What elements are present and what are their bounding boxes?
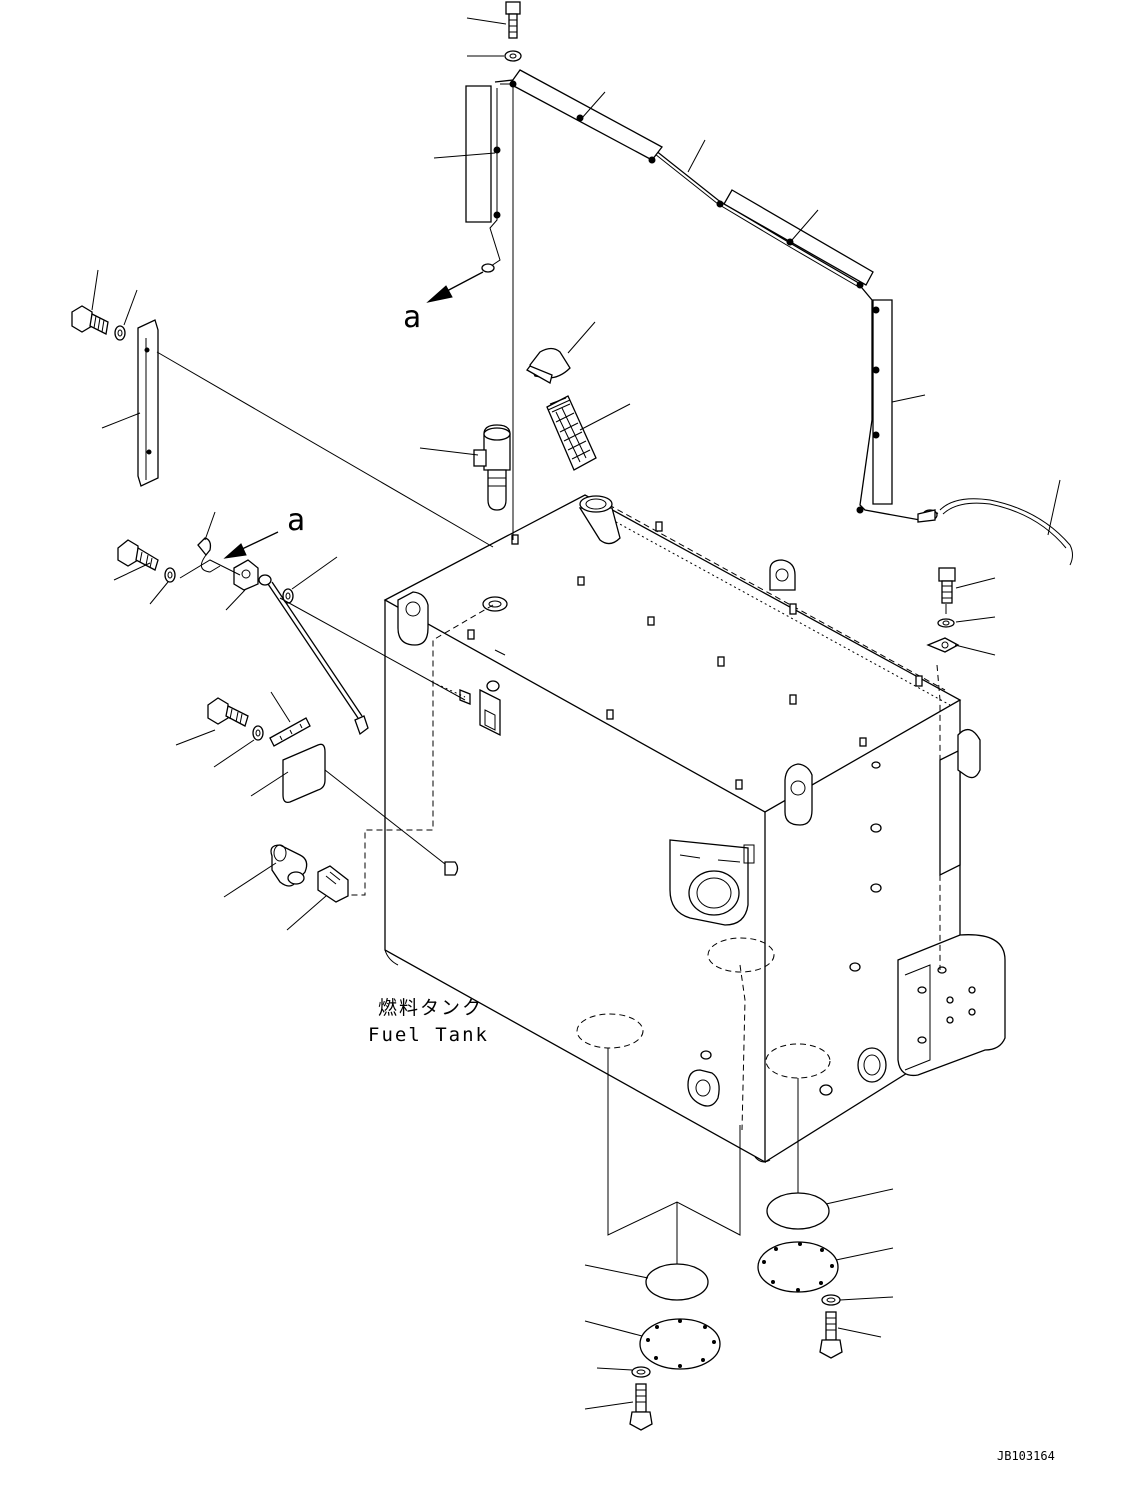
view-label-side: a [287,503,305,538]
filler-neck [578,495,621,545]
hose-elbow [270,844,308,887]
front-sensor-boss [669,839,755,926]
bottom-bolt-right [819,1311,843,1359]
bottom-bolt-left [629,1383,653,1431]
tank-top-bosses [467,521,923,790]
tank-label-english: Fuel Tank [368,1024,489,1046]
leader-to-tank [156,351,494,876]
bottom-cover-right [757,1241,839,1293]
top-washer [504,50,522,62]
lifting-lug-front [784,763,813,826]
side-bracket [897,934,1006,1077]
bottom-cover-left [639,1318,721,1370]
sensor-bolt [117,539,159,571]
tank-top-port-ring [482,596,508,612]
view-label-top: a [403,300,421,335]
sensor-oring [282,588,294,604]
side-round-port [857,1047,887,1083]
tank-side-features [459,649,506,737]
lifting-lug-top [769,559,796,591]
bottom-washer-right [821,1294,841,1306]
sensor-washer [164,567,176,583]
left-vertical-bracket [137,319,159,487]
bottom-openings [576,937,831,1079]
wire-clip [197,537,221,573]
bottom-washer-left [631,1366,651,1378]
cover-plate [282,743,326,803]
cover-pin [269,717,311,747]
cover-washer [252,725,264,741]
right-bolt [938,567,956,604]
drawing-code: JB103164 [997,1449,1055,1463]
view-arrow-side [223,531,279,559]
left-bolt [71,305,109,335]
routing-lines [350,604,941,1131]
bottom-gasket-right [766,1192,830,1230]
sensor-wire [939,498,1073,566]
tank-label-japanese: 燃料タンク [378,997,483,1019]
lifting-lug-left [397,591,429,646]
front-face-bosses [700,761,882,1096]
side-guide [939,728,981,877]
plug-fitting [317,865,349,903]
filler-cap [526,347,571,384]
drain-boss [687,1069,720,1107]
fuel-valve [473,424,511,511]
bottom-grouping-lines [607,1048,799,1264]
right-washer [937,618,955,628]
level-sensor-flange [233,559,369,736]
right-clip [926,604,960,653]
strainer [546,395,597,471]
callout-leaders [91,17,1061,1410]
left-washer [114,325,126,341]
harness-frame [465,69,939,540]
top-bolt [505,1,521,39]
cover-bolt [207,697,249,727]
view-arrow-top [426,271,484,303]
bottom-gasket-left [645,1263,709,1301]
